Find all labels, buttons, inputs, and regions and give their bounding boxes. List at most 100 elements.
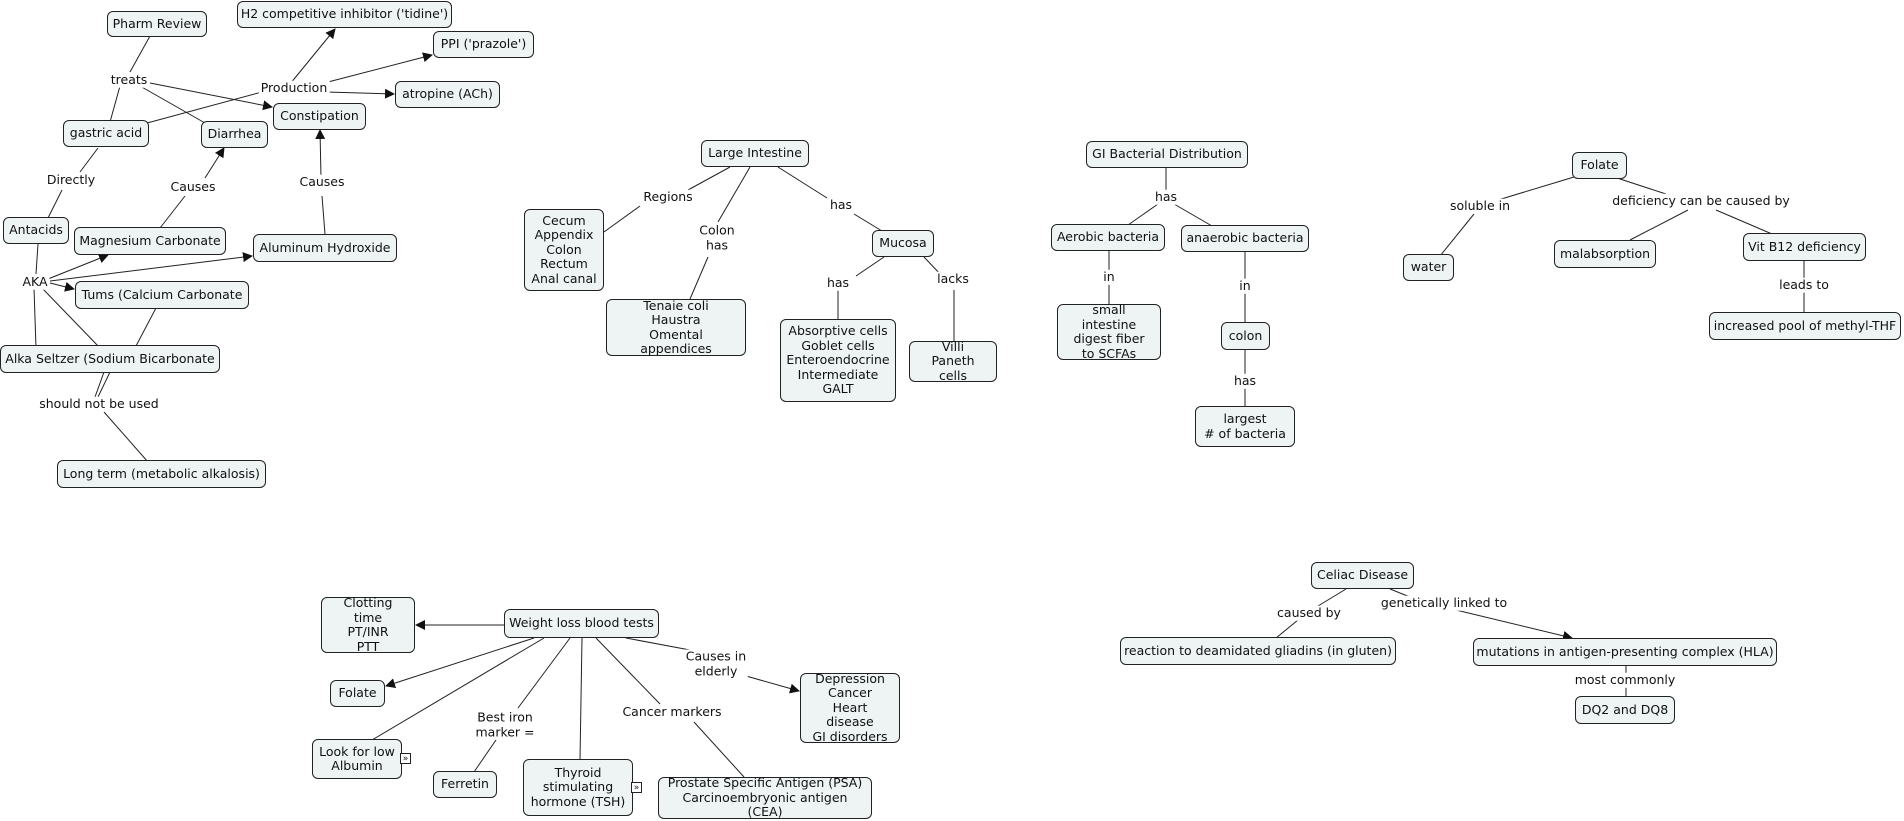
label-anaerobic-in: in (1237, 277, 1253, 294)
edge-weight-bestiron (517, 637, 571, 709)
node-antacids[interactable]: Antacids (3, 217, 69, 244)
node-albumin[interactable]: Look for low Albumin (312, 739, 402, 779)
node-weight-loss[interactable]: Weight loss blood tests (504, 609, 659, 638)
node-hla[interactable]: mutations in antigen-presenting complex … (1473, 638, 1777, 666)
node-malabsorption[interactable]: malabsorption (1554, 240, 1656, 268)
node-methyl-thf[interactable]: increased pool of methyl-THF (1709, 312, 1901, 340)
node-long-term[interactable]: Long term (metabolic alkalosis) (57, 460, 266, 488)
edge-li-has (777, 166, 828, 199)
node-clotting[interactable]: Clotting time PT/INR PTT (321, 595, 415, 653)
node-small-intestine[interactable]: small intestine digest fiber to SCFAs (1057, 302, 1161, 360)
edge-causes-depression (745, 675, 800, 694)
edge-antacids-aka (35, 243, 39, 275)
edge-weight-cancer (595, 637, 661, 705)
node-folate-top[interactable]: Folate (1572, 152, 1627, 179)
node-villi[interactable]: Villi Paneth cells (909, 339, 997, 383)
edge-aka-alka (41, 287, 101, 349)
label-deficiency: deficiency can be caused by (1610, 192, 1792, 209)
edge-deficiency-b12 (1715, 209, 1773, 235)
node-gliadins[interactable]: reaction to deamidated gliadins (in glut… (1120, 637, 1396, 665)
node-colon-features[interactable]: Tenaie coli Haustra Omental appendices (606, 298, 746, 356)
edge-production-h2 (289, 28, 336, 85)
edge-aka-tums (49, 281, 75, 292)
edge-gastric-production (135, 91, 263, 127)
node-alka-seltzer[interactable]: Alka Seltzer (Sodium Bicarbonate (0, 345, 220, 373)
node-celiac[interactable]: Celiac Disease (1311, 562, 1414, 589)
edge-weight-causes (625, 637, 691, 651)
edge-aka-alum (49, 252, 253, 282)
node-aluminum-hydroxide[interactable]: Aluminum Hydroxide (253, 234, 397, 262)
label-should-not: should not be used (37, 395, 161, 412)
edge-celiac-causedby (1317, 588, 1347, 607)
edge-deficiency-malab (1629, 209, 1689, 241)
label-aka: AKA (20, 273, 50, 290)
label-causes-elderly: Causes in elderly (683, 648, 749, 679)
label-aerobic-in: in (1101, 268, 1117, 285)
label-production: Production (258, 79, 330, 96)
node-magnesium-carbonate[interactable]: Magnesium Carbonate (74, 227, 226, 255)
edge-pharm-treats (129, 35, 151, 73)
tsh-expand-icon[interactable]: » (631, 782, 642, 793)
node-regions-list[interactable]: Cecum Appendix Colon Rectum Anal canal (524, 209, 604, 291)
label-has-mucosa: has (827, 196, 855, 213)
node-gi-bacterial[interactable]: GI Bacterial Distribution (1086, 141, 1248, 168)
edge-weight-tsh (579, 637, 583, 761)
node-largest-bacteria[interactable]: largest # of bacteria (1195, 406, 1295, 447)
node-anaerobic[interactable]: anaerobic bacteria (1181, 225, 1309, 252)
edge-aka-alka2 (33, 287, 37, 349)
node-pharm-review[interactable]: Pharm Review (107, 11, 207, 37)
edge-weight-folate (385, 637, 535, 688)
edge-colonhas-features (689, 256, 709, 300)
edge-production-atropine (325, 88, 395, 99)
node-h2-inhibitor[interactable]: H2 competitive inhibitor ('tidine') (237, 1, 452, 28)
node-tsh[interactable]: Thyroid stimulating hormone (TSH) (523, 759, 633, 816)
node-vit-b12[interactable]: Vit B12 deficiency (1743, 233, 1866, 261)
label-soluble-in: soluble in (1447, 197, 1513, 214)
label-colon-has2: has (1231, 372, 1259, 389)
edge-shouldnot-longterm (103, 411, 149, 463)
node-colon[interactable]: colon (1221, 322, 1270, 350)
label-lacks: lacks (935, 270, 971, 287)
node-ppi[interactable]: PPI ('prazole') (433, 31, 534, 58)
node-folate-bottom[interactable]: Folate (330, 680, 385, 707)
node-water[interactable]: water (1403, 254, 1454, 281)
node-atropine[interactable]: atropine (ACh) (395, 81, 500, 108)
node-large-intestine[interactable]: Large Intestine (701, 140, 809, 167)
label-most-commonly: most commonly (1572, 671, 1678, 688)
node-mucosa-cells[interactable]: Absorptive cells Goblet cells Enteroendo… (780, 319, 896, 402)
node-tums[interactable]: Tums (Calcium Carbonate (75, 281, 249, 309)
label-colon-has: Colon has (697, 222, 737, 253)
node-gastric-acid[interactable]: gastric acid (63, 120, 149, 147)
edge-causes-constipation (315, 129, 326, 179)
edge-regions-list (603, 205, 641, 233)
label-best-iron: Best iron marker = (473, 709, 537, 740)
edge-genetic-hla (1455, 609, 1573, 641)
edge-folate-soluble (1497, 176, 1575, 201)
edge-has-aerobic (1127, 203, 1159, 226)
edge-production-ppi (327, 52, 433, 83)
node-aerobic[interactable]: Aerobic bacteria (1051, 224, 1165, 251)
edge-has-mucosa (853, 213, 883, 232)
label-caused-by: caused by (1275, 604, 1343, 621)
label-causes-diarrhea: Causes (168, 178, 218, 195)
node-constipation[interactable]: Constipation (273, 103, 366, 130)
label-leads-to: leads to (1777, 276, 1831, 293)
edge-tums-alka (135, 307, 157, 347)
edge-treats-diarrhea (139, 85, 206, 124)
edge-bestiron-ferretin (473, 739, 497, 773)
node-psa-cea[interactable]: Prostate Specific Antigen (PSA) Carcinoe… (658, 776, 872, 819)
albumin-expand-icon[interactable]: » (400, 753, 411, 764)
node-ferretin[interactable]: Ferretin (433, 771, 497, 798)
label-mucosa-has: has (824, 274, 852, 291)
edge-soluble-water (1439, 213, 1475, 257)
edge-weight-albumin (371, 637, 545, 741)
node-depression[interactable]: Depression Cancer Heart disease GI disor… (800, 671, 900, 744)
edge-alka-shouldnot (97, 371, 111, 398)
edge-alum-causes (321, 195, 326, 235)
edge-gastric-directly (79, 147, 99, 173)
node-dq[interactable]: DQ2 and DQ8 (1575, 696, 1675, 724)
edge-directly-antacids (47, 189, 63, 219)
edge-treats-constipation (149, 82, 273, 111)
node-diarrhea[interactable]: Diarrhea (201, 121, 268, 148)
node-mucosa[interactable]: Mucosa (872, 230, 934, 257)
